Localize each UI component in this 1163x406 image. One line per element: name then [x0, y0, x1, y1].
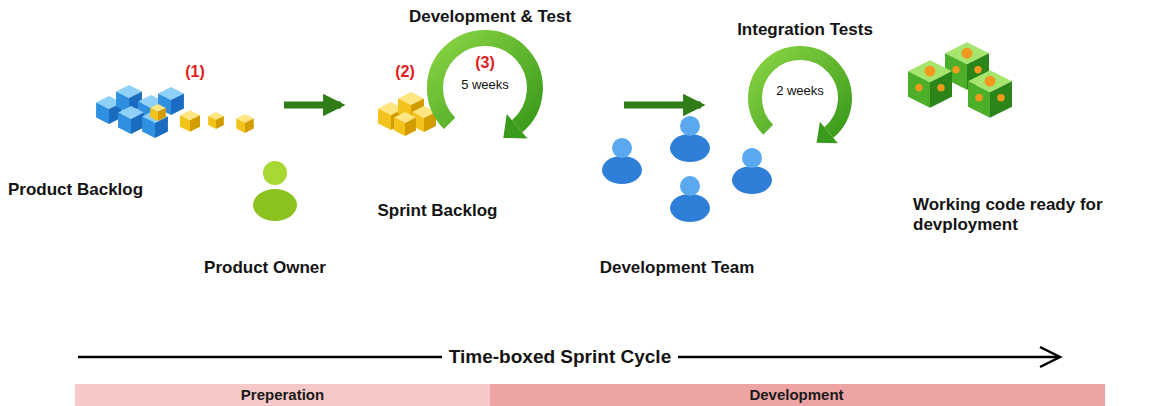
role-label: Product Owner: [204, 258, 326, 278]
cube: [118, 106, 144, 134]
cube: [150, 104, 166, 121]
person-body: [670, 194, 710, 222]
cycle-arc: [755, 53, 845, 133]
integration-cycle-node: Integration Tests 2 weeks: [705, 15, 907, 150]
product-backlog-cubes: [96, 85, 254, 138]
cube: [208, 112, 224, 129]
development-cycle-node: Development & Test (3) 5 weeks: [385, 5, 620, 150]
band-label: Preperation: [75, 386, 490, 403]
callout-number: (3): [465, 54, 505, 72]
code-box: [968, 70, 1012, 118]
dev-cycle-arrow: [435, 38, 535, 139]
product-backlog-node: (1) Product Backlog: [5, 60, 280, 205]
sprint-backlog-cubes: [378, 92, 436, 136]
cube: [180, 110, 200, 132]
node-label: Integration Tests: [705, 20, 905, 40]
person-head: [612, 138, 632, 158]
person-body: [253, 189, 297, 221]
flow-arrow: [624, 102, 701, 109]
cube: [394, 112, 416, 136]
cycle-head: [817, 122, 838, 143]
duration-label: 5 weeks: [440, 78, 530, 93]
callout-number: (2): [385, 63, 425, 81]
person-body: [670, 134, 710, 162]
development-band: Development: [490, 384, 1105, 406]
flow-arrow: [284, 102, 341, 109]
duration-label: 2 weeks: [760, 84, 840, 99]
development-team-icons: [602, 116, 772, 222]
cycle-arc: [435, 38, 535, 126]
timeline-label: Time-boxed Sprint Cycle: [442, 346, 678, 368]
person-head: [742, 148, 762, 168]
band-label: Development: [490, 386, 1103, 403]
person-head: [680, 176, 700, 196]
person-head: [263, 161, 287, 185]
preparation-band: Preperation: [75, 384, 492, 406]
node-label: Product Backlog: [8, 180, 198, 200]
node-label: Working code ready for devployment: [913, 195, 1113, 234]
person-body: [732, 166, 772, 194]
working-code-node: Working code ready for devployment: [905, 40, 1120, 240]
role-label: Development Team: [600, 258, 755, 278]
integration-cycle-arrow: [755, 53, 845, 143]
product-owner-icon: [253, 161, 297, 221]
cube: [236, 114, 254, 133]
cycle-head: [503, 114, 527, 139]
person-head: [680, 116, 700, 136]
timeline-arrow: [78, 347, 1060, 367]
timeline-head: [1040, 347, 1060, 367]
person-body: [602, 156, 642, 184]
callout-number: (1): [170, 63, 220, 81]
node-label: Sprint Backlog: [345, 201, 530, 221]
code-box: [908, 60, 952, 108]
node-label: Development & Test: [385, 7, 595, 27]
working-code-boxes: [908, 42, 1012, 118]
